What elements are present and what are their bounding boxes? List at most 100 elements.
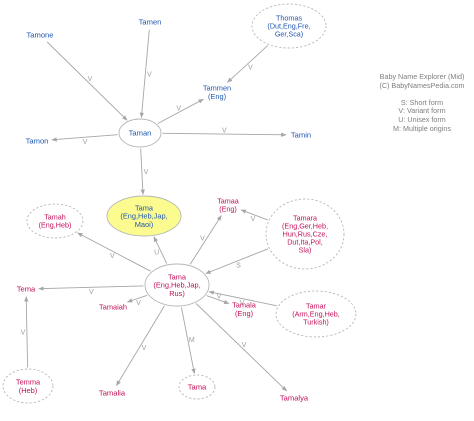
node-shape [251, 3, 327, 49]
edge-label: V [222, 128, 227, 135]
node-name: Tamaa [217, 197, 239, 206]
name-node-tamone[interactable]: Tamone [26, 31, 53, 40]
node-name: Tamon [26, 137, 49, 146]
node-shape [275, 290, 357, 338]
node-shape [118, 118, 162, 148]
node-name: Tama [168, 272, 187, 281]
edge-tama_center-tama_small [180, 307, 196, 375]
node-name: Tammen [203, 84, 231, 93]
legend-item-unisex: U: Unisex form [398, 114, 446, 124]
edge-label: M [189, 337, 195, 344]
name-node-taman[interactable]: Taman [118, 118, 162, 148]
node-name: Tamalia [99, 389, 126, 398]
node-origin: Maoi) [135, 220, 153, 229]
node-name: Tamah [44, 213, 66, 222]
edge-label: V [110, 253, 115, 260]
legend-title: Baby Name Explorer (Mid) [379, 72, 465, 81]
node-name: Tamone [26, 31, 53, 40]
name-node-tamon[interactable]: Tamon [26, 137, 49, 146]
node-origin: Turkish) [303, 318, 329, 327]
node-shape [26, 203, 84, 239]
node-name: Tamalya [280, 394, 309, 403]
edge-tama_center-tamala [206, 295, 230, 305]
node-name: Tamen [139, 18, 162, 27]
node-origin: (Eng,Heb,Jap, [153, 281, 200, 290]
edge-tamone-taman [46, 41, 128, 121]
name-node-tamaa[interactable]: Tamaa(Eng) [217, 197, 239, 214]
edge-label: V [89, 289, 94, 296]
name-node-tama_small[interactable]: Tama [178, 374, 216, 400]
node-name: Tamaiah [99, 303, 127, 312]
edge-temma-tema [24, 296, 29, 368]
edge-label: V [136, 300, 141, 307]
name-node-tamar[interactable]: Tamar(Arm,Eng,Heb,Turkish) [275, 290, 357, 338]
name-node-tamaiah[interactable]: Tamaiah [99, 303, 127, 312]
name-node-tamalya[interactable]: Tamalya [280, 394, 309, 403]
node-shape [178, 374, 216, 400]
edge-tamar-tama_center [208, 290, 277, 307]
edge-label: V [217, 293, 222, 300]
legend: Baby Name Explorer (Mid) (C) BabyNamesPe… [370, 72, 474, 133]
edge-tama_center-tema [38, 285, 144, 291]
edge-label: V [242, 342, 247, 349]
edge-label: V [142, 345, 147, 352]
edge-label: V [200, 235, 205, 242]
edge-label: V [147, 72, 152, 79]
node-name: Tamar [306, 302, 327, 311]
name-node-tema[interactable]: Tema [17, 285, 36, 294]
node-name: Tamala [232, 301, 257, 310]
node-origin: Sla) [299, 246, 312, 255]
name-node-tamen[interactable]: Tamen [139, 18, 162, 27]
legend-item-variant: V: Variant form [398, 106, 446, 116]
edge-tama_center-tamalya [195, 303, 287, 392]
node-name: Tema [17, 285, 36, 294]
legend-item-multiple: M: Multiple origins [393, 123, 451, 133]
node-origin: (Dut,Eng,Fre, [267, 22, 310, 31]
name-node-tama_focus[interactable]: Tama(Eng,Heb,Jap,Maoi) [106, 195, 182, 237]
node-origin: (Arm,Eng,Heb, [292, 310, 340, 319]
node-origin: (Eng) [208, 92, 226, 101]
edge-tamen-taman [139, 29, 150, 119]
name-node-tamah[interactable]: Tamah(Eng,Heb) [26, 203, 84, 239]
node-origin: Hun,Rus,Cze, [283, 230, 328, 239]
edge-tama_center-tamaa [189, 215, 222, 265]
edge-tama_center-tamah [77, 232, 151, 272]
name-node-tamin[interactable]: Tamin [291, 131, 311, 140]
node-shape [265, 198, 345, 270]
edge-label: V [21, 330, 26, 337]
node-origin: (Eng) [219, 205, 237, 214]
edge-label: U [154, 249, 159, 256]
node-name: Tama [188, 383, 207, 392]
name-node-thomas[interactable]: Thomas(Dut,Eng,Fre,Ger,Sca) [251, 3, 327, 49]
edge-tamara-tamaa [240, 209, 268, 221]
node-origin: (Eng,Heb,Jap, [120, 212, 167, 221]
edge-tama_center-tamaiah [126, 294, 148, 303]
edge-label: V [248, 64, 253, 71]
node-name: Temma [16, 378, 41, 387]
edge-taman-tama_focus [140, 148, 145, 196]
name-node-tama_center[interactable]: Tama(Eng,Heb,Jap,Rus) [144, 263, 210, 307]
node-origin: Ger,Sca) [275, 30, 303, 39]
name-node-tamalia[interactable]: Tamalia [99, 389, 126, 398]
node-name: Tamin [291, 131, 311, 140]
node-name: Thomas [276, 14, 302, 23]
node-origin: (Heb) [19, 386, 37, 395]
name-node-tammen[interactable]: Tammen(Eng) [203, 84, 231, 101]
edge-taman-tamon [51, 134, 118, 142]
legend-credit: (C) BabyNamesPedia.com [379, 80, 465, 90]
edge-label: V [83, 139, 88, 146]
edge-tama_center-tama_focus [153, 236, 168, 264]
node-shape [144, 263, 210, 307]
edge-tamara-tama_center [205, 248, 269, 274]
name-node-tamala[interactable]: Tamala(Eng) [232, 301, 257, 318]
node-name: Tamara [293, 214, 317, 223]
edge-label: V [176, 105, 181, 112]
node-origin: Dut,Ita,Pol, [287, 238, 323, 247]
node-origin: (Eng,Heb) [39, 221, 72, 230]
edge-taman-tammen [157, 98, 204, 124]
name-node-temma[interactable]: Temma(Heb) [2, 368, 54, 404]
edge-thomas-tammen [227, 45, 269, 83]
name-node-tamara[interactable]: Tamara(Eng,Ger,Heb,Hun,Rus,Cze,Dut,Ita,P… [265, 198, 345, 270]
